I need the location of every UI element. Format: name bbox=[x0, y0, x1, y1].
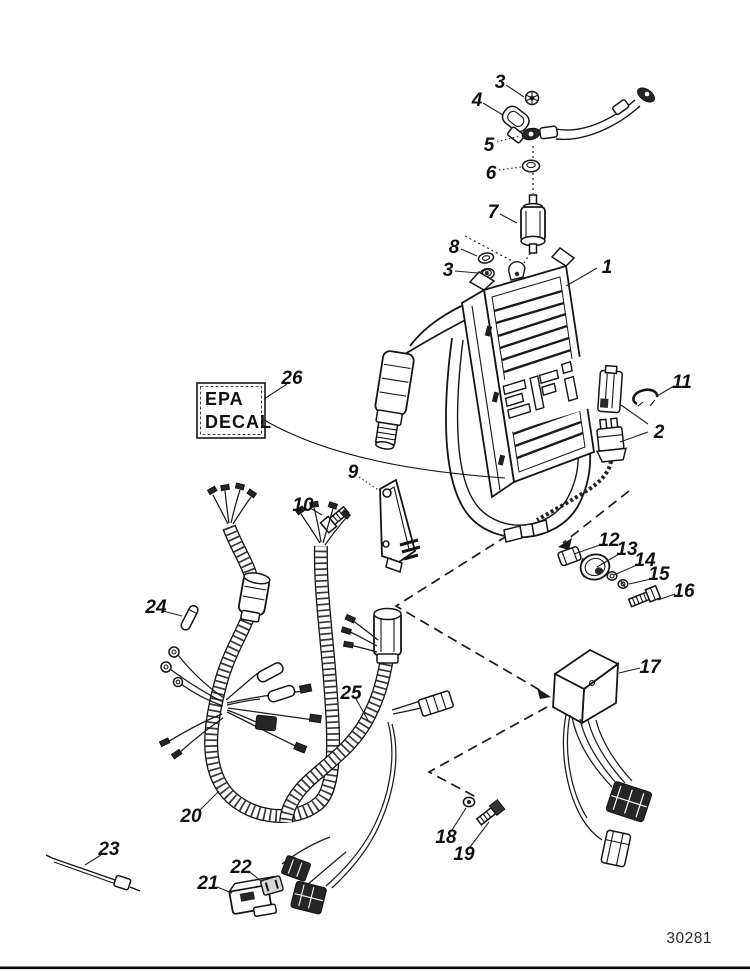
callout-22: 22 bbox=[229, 857, 252, 878]
callout-5: 5 bbox=[484, 135, 495, 156]
efi-logo bbox=[499, 356, 592, 433]
part-9-bracket bbox=[379, 478, 421, 573]
callout-7: 7 bbox=[488, 202, 500, 223]
callout-9: 9 bbox=[348, 462, 359, 483]
callout-18: 18 bbox=[435, 827, 457, 848]
connector-lower bbox=[595, 417, 627, 463]
callout-6: 6 bbox=[486, 163, 497, 184]
relay-wires bbox=[562, 714, 633, 841]
epa-decal-line2: DECAL bbox=[205, 412, 272, 432]
fuse-22 bbox=[259, 875, 284, 896]
part-20-harness bbox=[158, 482, 352, 816]
module-top-tabs bbox=[468, 246, 576, 291]
flange-nut-top bbox=[524, 90, 540, 106]
harness20-topright-branches bbox=[294, 500, 352, 546]
callout-21: 21 bbox=[196, 873, 218, 894]
fuse-cluster bbox=[227, 836, 347, 918]
mount-hardware-row bbox=[557, 546, 662, 608]
washer-6 bbox=[521, 159, 541, 173]
callout-1: 1 bbox=[602, 257, 613, 278]
epa-decal-box: EPA DECAL bbox=[196, 382, 506, 479]
callout-11: 11 bbox=[672, 372, 692, 393]
harness20-center-branches bbox=[225, 662, 322, 754]
callout-24: 24 bbox=[144, 597, 167, 618]
lockwasher-15 bbox=[617, 579, 629, 589]
connector-upper bbox=[597, 364, 623, 414]
callout-8: 8 bbox=[449, 237, 460, 258]
harness25-branches bbox=[325, 613, 454, 889]
hose-and-boot bbox=[374, 296, 482, 450]
callout-3: 3 bbox=[443, 260, 454, 281]
part-23-cable-tie bbox=[45, 854, 141, 892]
callout-19: 19 bbox=[453, 844, 475, 865]
bottom-border-line bbox=[0, 966, 750, 970]
callout-20: 20 bbox=[179, 806, 202, 827]
lanyard-chain bbox=[535, 460, 613, 522]
part-2-connector-set bbox=[535, 364, 659, 522]
bolt-16 bbox=[627, 584, 662, 608]
callout-26: 26 bbox=[280, 368, 303, 389]
washer-14 bbox=[606, 571, 618, 581]
retainer-clip-11 bbox=[632, 388, 659, 407]
callout-16: 16 bbox=[673, 581, 695, 602]
grommet-13 bbox=[579, 553, 611, 581]
callout-13: 13 bbox=[616, 539, 638, 560]
part-17-relay-box bbox=[552, 648, 652, 868]
callout-25: 25 bbox=[339, 683, 362, 704]
part-1-ecm-module bbox=[461, 246, 595, 499]
callout-10: 10 bbox=[292, 495, 314, 516]
harness20-left-branches bbox=[158, 646, 225, 760]
cluster-connector-b bbox=[290, 880, 327, 915]
cluster-connector-a bbox=[281, 855, 311, 882]
battery-cable-assembly bbox=[464, 87, 655, 281]
washer-8 bbox=[477, 252, 495, 264]
isolator-mount-7 bbox=[520, 194, 546, 254]
relay-connector-dark bbox=[605, 781, 652, 823]
callout-17: 17 bbox=[639, 657, 662, 678]
callout-numbers: 1234567839101112131415161718192021222324… bbox=[97, 72, 695, 894]
callout-2: 2 bbox=[653, 422, 665, 443]
spacer-12 bbox=[557, 546, 582, 567]
ring-terminal bbox=[521, 125, 559, 141]
callout-23: 23 bbox=[97, 839, 120, 860]
callout-12: 12 bbox=[598, 530, 620, 551]
callout-leaders bbox=[84, 84, 676, 894]
cable-clamp bbox=[501, 105, 530, 144]
harness20-top-branches bbox=[206, 482, 258, 525]
figure-number: 30281 bbox=[666, 930, 712, 947]
callout-4: 4 bbox=[471, 90, 483, 111]
part-25-harness bbox=[286, 607, 454, 889]
assembly-dashed-lines bbox=[394, 490, 630, 798]
harness25-boot bbox=[373, 607, 402, 664]
epa-decal-line1: EPA bbox=[205, 389, 244, 409]
relay-connector-light bbox=[600, 829, 632, 868]
callout-15: 15 bbox=[648, 564, 670, 585]
fastener-18-19 bbox=[462, 796, 506, 826]
harness20-boot bbox=[237, 572, 271, 623]
callout-3: 3 bbox=[495, 72, 506, 93]
callout-14: 14 bbox=[634, 550, 656, 571]
part-24-pin bbox=[180, 604, 199, 631]
battery-cable bbox=[555, 87, 655, 141]
